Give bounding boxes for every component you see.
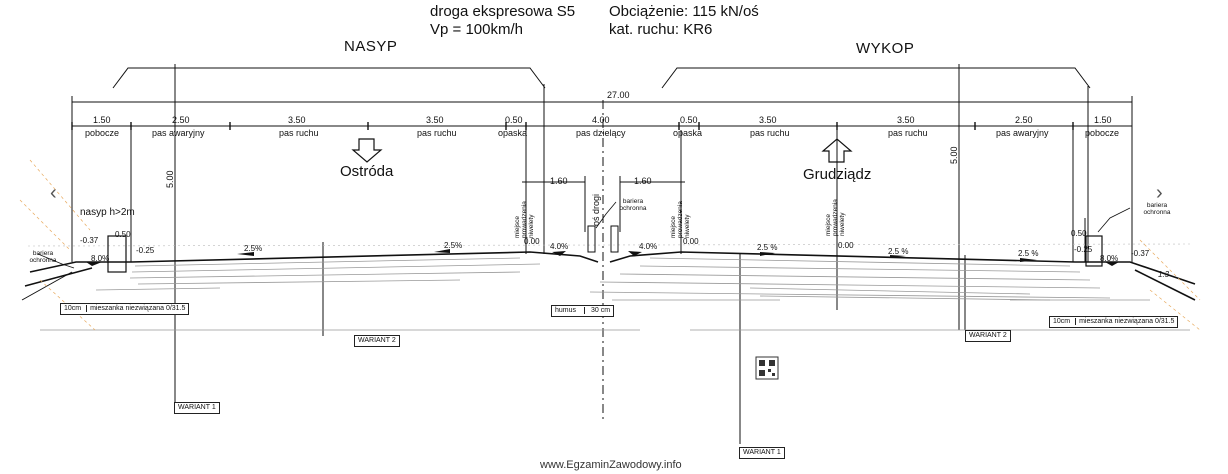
median-value: 4.00 (592, 115, 610, 125)
lane-label: pas awaryjny (152, 128, 205, 138)
drainage-label-mid: miejsce prowadzenia niwelety (670, 201, 691, 238)
median-offset-left: 1.60 (550, 176, 568, 186)
design-speed: Vp = 100km/h (430, 21, 523, 38)
lane-label: opaska (673, 128, 703, 138)
embankment-note: nasyp h>2m (80, 207, 135, 218)
median-offset-right: 1.60 (634, 176, 652, 186)
barrier-label-left: bariera ochronna (29, 250, 57, 264)
height-right: 5.00 (949, 146, 959, 164)
humus-text: humus (555, 307, 577, 314)
lane-label: pas ruchu (417, 128, 457, 138)
lane-label: pas ruchu (750, 128, 790, 138)
lane-label: pas ruchu (279, 128, 319, 138)
dim-value: 2.50 (1015, 115, 1033, 125)
lane-label: pas awaryjny (996, 128, 1049, 138)
dim-value: 3.50 (759, 115, 777, 125)
dim-value: 3.50 (426, 115, 444, 125)
elevation: 0.00 (524, 237, 540, 246)
mix-right-thickness: 10cm (1053, 318, 1071, 325)
slope-label: 4.0% (639, 242, 658, 251)
elevation: -0.25 (136, 246, 155, 255)
wykop-bracket (661, 67, 1091, 89)
lane-label: pobocze (1085, 128, 1120, 138)
slope-label: 2.5 % (757, 243, 778, 252)
elevation: 0.50 (115, 230, 131, 239)
barrier-label-right: bariera ochronna (1143, 202, 1171, 216)
right-carriageway-surface (609, 251, 1196, 285)
lane-label: opaska (498, 128, 528, 138)
qr-icon (755, 356, 779, 380)
mix-right-text: mieszanka niezwiązana 0/31.5 (1075, 318, 1175, 325)
elevation: 0.00 (838, 241, 854, 250)
median-label: pas dzielący (576, 128, 626, 138)
dim-value: 0.50 (505, 115, 523, 125)
direction-right: Grudziądz (803, 166, 872, 183)
dim-value: 2.50 (172, 115, 190, 125)
dim-value: 3.50 (288, 115, 306, 125)
lane-label: pobocze (85, 128, 120, 138)
variant2-right: WARIANT 2 (965, 330, 1011, 342)
mix-left-box: 10cm mieszanka niezwiązana 0/31.5 (60, 303, 190, 315)
elevation: -0.37 (1131, 249, 1150, 258)
height-left: 5.00 (165, 170, 175, 188)
slope-label: 2.5 % (1018, 249, 1039, 258)
slope-label: 8.0% (91, 254, 110, 263)
arrow-down-icon (351, 138, 383, 163)
traffic-category: kat. ruchu: KR6 (609, 21, 713, 38)
dim-value: 3.50 (897, 115, 915, 125)
footer-link[interactable]: www.EgzaminZawodowy.info (540, 459, 682, 471)
dim-value: 0.50 (680, 115, 698, 125)
slope-label: 2.5 % (888, 247, 909, 256)
lane-label: pas ruchu (888, 128, 928, 138)
humus-thickness: 30 cm (583, 307, 611, 314)
variant2-left: WARIANT 2 (354, 335, 400, 347)
section-wykop: WYKOP (856, 40, 915, 57)
slope-label: 4.0% (550, 242, 569, 251)
elevation: -0.25 (1074, 245, 1093, 254)
slope-label: 2.5% (444, 241, 463, 250)
arrow-up-icon (821, 138, 853, 163)
slope-label: 1:3 (1158, 270, 1170, 279)
next-arrow-button[interactable]: › (1156, 182, 1163, 204)
barrier-label-median: bariera ochronna (619, 198, 647, 212)
prev-arrow-button[interactable]: ‹ (50, 182, 57, 204)
direction-left: Ostróda (340, 163, 394, 180)
dim-value: 1.50 (1094, 115, 1112, 125)
nasyp-bracket (112, 67, 546, 89)
load-spec: Obciążenie: 115 kN/oś (609, 3, 759, 20)
left-carriageway-surface (29, 251, 599, 273)
axis-label: oś drogi (591, 193, 601, 226)
dim-value: 1.50 (93, 115, 111, 125)
total-width: 27.00 (607, 90, 630, 100)
elevation: 0.50 (1071, 229, 1087, 238)
elevation: -0.37 (80, 236, 99, 245)
slope-label: 2.5% (244, 244, 263, 253)
elevation: 0.00 (683, 237, 699, 246)
mix-left-text: mieszanka niezwiązana 0/31.5 (86, 305, 186, 312)
variant1-left: WARIANT 1 (174, 402, 220, 414)
mix-left-thickness: 10cm (64, 305, 82, 312)
mix-right-box: 10cm mieszanka niezwiązana 0/31.5 (1049, 316, 1179, 328)
drainage-label-right: miejsce prowadzenia niwelety (825, 199, 846, 236)
section-nasyp: NASYP (344, 38, 398, 55)
road-type: droga ekspresowa S5 (430, 3, 576, 20)
slope-label: 8.0% (1100, 254, 1119, 263)
drainage-label-left: miejsce prowadzenia niwelety (514, 201, 535, 238)
humus-box: humus 30 cm (551, 305, 615, 317)
variant1-right: WARIANT 1 (739, 447, 785, 459)
